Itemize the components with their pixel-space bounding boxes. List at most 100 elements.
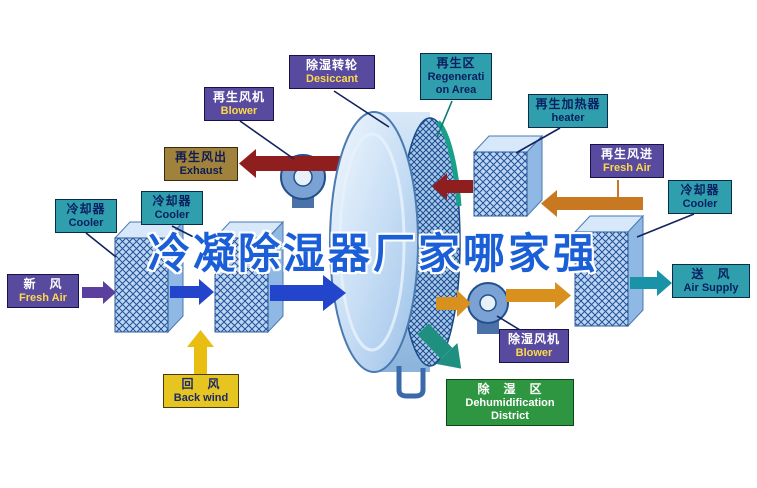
- ahu-box-3-side: [627, 214, 644, 328]
- label-regeneration-area: 再生区 Regenerati on Area: [420, 53, 492, 101]
- arrow-regen-to-heater-head: [541, 190, 557, 217]
- label-regeneration-area-zh: 再生区: [436, 56, 476, 70]
- label-cooler-left-zh: 冷却器: [66, 202, 106, 216]
- arrow-return-air-head: [187, 330, 214, 347]
- arrow-fresh-air-in: [82, 281, 116, 304]
- wheel-front-face: [329, 111, 419, 373]
- label-desiccant-zh: 除湿转轮: [305, 58, 358, 72]
- arrow-air-supply-head: [657, 270, 672, 296]
- label-regeneration-heater: 再生加热器 heater: [528, 94, 608, 129]
- label-dehumidification-district: 除 湿 区 Dehumidification District: [446, 379, 574, 427]
- ahu-box-1-front: [114, 237, 169, 333]
- arrow-process-1-shaft: [170, 286, 199, 298]
- arrow-heater-to-wheel-shaft: [447, 180, 473, 193]
- label-regeneration-blower: 再生风机 Blower: [204, 87, 274, 122]
- arrow-wheel-to-fan: [436, 290, 471, 317]
- label-regeneration-blower-en: Blower: [220, 104, 258, 117]
- label-cooler-right: 冷却器 Cooler: [668, 180, 732, 215]
- watermark-title: 冷凝除湿器厂家哪家强: [148, 230, 599, 277]
- label-cooler-mid-zh: 冷却器: [152, 194, 192, 208]
- pointer-regen-area: [436, 100, 453, 138]
- pointer-desiccant: [333, 90, 390, 128]
- label-regeneration-area-en2: on Area: [435, 84, 477, 97]
- label-desiccant: 除湿转轮 Desiccant: [289, 55, 375, 90]
- label-exhaust: 再生风出 Exhaust: [164, 147, 238, 182]
- pointer-regen-blower: [239, 120, 295, 160]
- arrow-regen-to-heater-shaft: [557, 197, 643, 210]
- arrow-process-1-head: [199, 279, 214, 305]
- label-cooler-right-zh: 冷却器: [680, 183, 720, 197]
- label-air-supply-zh: 送 风: [691, 267, 731, 281]
- wheel-stand: [396, 366, 426, 399]
- label-dehumidification-blower: 除湿风机 Blower: [499, 329, 569, 364]
- arrow-heater-to-wheel: [432, 173, 473, 200]
- label-air-supply-en: Air Supply: [683, 281, 739, 294]
- arrow-fresh-air-in-head: [103, 281, 116, 304]
- label-regeneration-heater-zh: 再生加热器: [535, 97, 601, 111]
- arrow-return-air: [187, 330, 214, 376]
- arrow-dehumid-district: [417, 323, 462, 369]
- label-regeneration-blower-zh: 再生风机: [212, 90, 265, 104]
- dehumidification-fan: [467, 282, 509, 334]
- arrow-process-2-head: [323, 275, 346, 311]
- ahu-box-2: [213, 220, 285, 334]
- label-regeneration-fresh-air-en: Fresh Air: [603, 161, 651, 174]
- arrow-process-1: [170, 279, 214, 305]
- pointer-cooler-mid: [171, 225, 220, 251]
- label-cooler-mid-en: Cooler: [154, 208, 190, 221]
- arrow-return-air-shaft: [194, 345, 207, 376]
- arrow-air-supply: [630, 270, 672, 296]
- label-dehumidification-blower-zh: 除湿风机: [507, 332, 560, 346]
- pointer-lines: [85, 90, 695, 331]
- label-dehumidification-district-en2: District: [491, 410, 529, 423]
- ahu-box-2-front: [214, 237, 269, 333]
- label-exhaust-en: Exhaust: [179, 164, 223, 177]
- heater-box: [472, 134, 544, 218]
- label-regeneration-heater-en: heater: [551, 111, 585, 124]
- label-dehumidification-district-en1: Dehumidification: [465, 396, 555, 409]
- label-cooler-left-en: Cooler: [68, 216, 104, 229]
- ahu-box-3-front: [574, 231, 629, 327]
- arrow-wheel-to-fan-head: [457, 290, 471, 317]
- label-desiccant-en: Desiccant: [306, 72, 358, 85]
- label-cooler-mid: 冷却器 Cooler: [141, 191, 203, 226]
- label-exhaust-zh: 再生风出: [174, 150, 227, 164]
- dehumidification-fan-hub: [479, 294, 497, 312]
- arrow-air-supply-shaft: [630, 277, 657, 289]
- label-dehumidification-blower-en: Blower: [515, 346, 553, 359]
- arrow-exhaust: [239, 149, 351, 178]
- arrow-fan-to-box-head: [555, 282, 571, 309]
- label-back-wind: 回 风 Back wind: [163, 374, 239, 409]
- ahu-box-3: [573, 214, 645, 328]
- arrow-fresh-air-in-shaft: [82, 287, 103, 298]
- label-dehumidification-district-zh: 除 湿 区: [477, 382, 543, 396]
- wheel-front-rim: [338, 132, 406, 352]
- arrow-wheel-to-fan-shaft: [436, 297, 457, 310]
- heater-box-front: [473, 151, 528, 217]
- label-regeneration-fresh-air-zh: 再生风进: [600, 147, 653, 161]
- label-fresh-air-zh: 新 风: [23, 277, 63, 291]
- pointer-cooler-right: [636, 213, 695, 238]
- arrow-process-2-shaft: [270, 285, 323, 301]
- label-cooler-left: 冷却器 Cooler: [55, 199, 117, 234]
- label-fresh-air: 新 风 Fresh Air: [7, 274, 79, 309]
- arrow-dehumid-district-head: [435, 343, 462, 369]
- label-regeneration-fresh-air: 再生风进 Fresh Air: [590, 144, 664, 179]
- arrow-dehumid-district-shaft: [417, 323, 453, 360]
- arrow-exhaust-head: [239, 149, 256, 178]
- arrow-heater-to-wheel-head: [432, 173, 447, 200]
- ahu-box-1: [113, 220, 185, 334]
- label-cooler-right-en: Cooler: [682, 197, 718, 210]
- arrow-process-2: [270, 275, 346, 311]
- label-back-wind-en: Back wind: [173, 391, 229, 404]
- label-air-supply: 送 风 Air Supply: [672, 264, 750, 299]
- arrow-exhaust-shaft: [256, 156, 351, 171]
- arrow-fan-to-box: [506, 282, 571, 309]
- label-regeneration-area-en1: Regenerati: [427, 70, 485, 83]
- pointer-regen-heater: [515, 127, 561, 154]
- pointer-cooler-left: [85, 232, 117, 258]
- arrow-fan-to-box-shaft: [506, 289, 555, 302]
- arrow-regen-to-heater: [541, 180, 643, 217]
